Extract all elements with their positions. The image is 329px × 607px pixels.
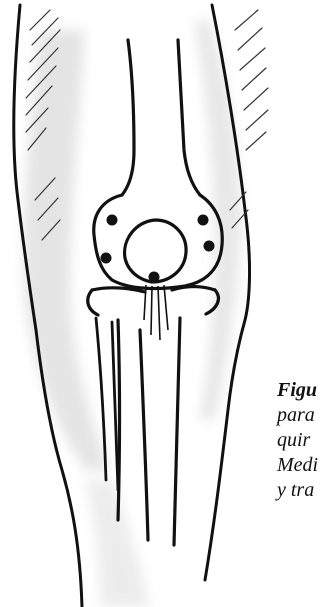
caption-line: quir: [277, 428, 329, 453]
femur: [122, 40, 200, 195]
caption-line: Figu: [277, 378, 329, 403]
caption-line: y tra: [277, 478, 329, 503]
fixation-points: [101, 215, 215, 283]
caption-line: Medi: [277, 453, 329, 478]
caption-line: para: [277, 403, 329, 428]
patellar-tendon: [144, 285, 168, 340]
figure-caption: Figu para quir Medi y tra: [277, 378, 329, 503]
